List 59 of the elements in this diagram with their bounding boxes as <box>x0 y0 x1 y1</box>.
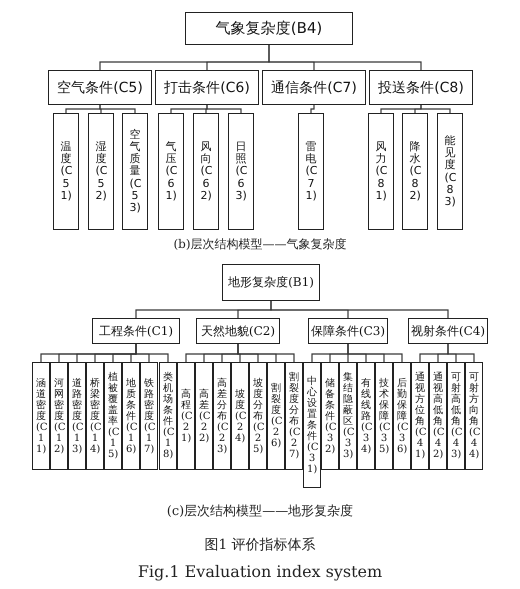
leaf-indicator-box: 空气质量(C53) <box>122 113 148 230</box>
leaf-indicator-box: 河网密度(C12) <box>50 362 68 470</box>
connector-line <box>447 344 475 362</box>
category-box: 保障条件(C3) <box>308 318 388 344</box>
category-box: 气象复杂度(B4) <box>185 12 353 45</box>
leaf-indicator-box: 湿度(C52) <box>88 113 114 230</box>
category-box: 工程条件(C1) <box>92 318 180 344</box>
leaf-indicator-box: 高程(C21) <box>177 362 195 470</box>
leaf-indicator-box: 技术保障(C35) <box>375 362 393 470</box>
leaf-indicator-box: 通视高低角(C42) <box>429 362 447 470</box>
leaf-indicator-box: 集结隐蔽区(C33) <box>339 362 357 470</box>
leaf-indicator-box: 类机场条件(C18) <box>159 362 177 470</box>
leaf-indicator-box: 植被覆盖率(C15) <box>104 362 122 470</box>
connector-line <box>206 105 242 113</box>
leaf-indicator-box: 中心设置条件(C31) <box>303 362 321 488</box>
connector-line <box>268 45 422 70</box>
leaf-indicator-box: 储备条件(C32) <box>321 362 339 470</box>
leaf-indicator-box: 能见度(C83) <box>437 113 463 230</box>
leaf-indicator-box: 坡度(C24) <box>231 362 249 470</box>
leaf-indicator-box: 有线线路(C34) <box>357 362 375 470</box>
category-box: 视射条件(C4) <box>408 318 488 344</box>
leaf-indicator-box: 后勤保障(C36) <box>393 362 411 470</box>
leaf-indicator-box: 坡度分布(C25) <box>249 362 267 470</box>
subfigure-caption: (b)层次结构模型——气象复杂度 <box>173 237 347 251</box>
leaf-indicator-box: 割裂度分布(C27) <box>285 362 303 470</box>
leaf-indicator-box: 通视方位角(C41) <box>411 362 429 470</box>
leaf-indicator-box: 雷电(C71) <box>298 113 324 230</box>
leaf-indicator-box: 风向(C62) <box>193 113 219 230</box>
leaf-indicator-box: 风力(C81) <box>368 113 394 230</box>
connector-line <box>310 105 315 113</box>
leaf-indicator-box: 桥梁密度(C14) <box>86 362 104 470</box>
leaf-indicator-box: 铁路密度(C17) <box>140 362 158 470</box>
leaf-indicator-box: 降水(C82) <box>402 113 428 230</box>
leaf-indicator-box: 涵道密度(C11) <box>32 362 50 470</box>
connector-line <box>237 344 295 362</box>
category-box: 通信条件(C7) <box>262 70 366 105</box>
leaf-indicator-box: 可射方向角(C44) <box>465 362 483 470</box>
connector-line <box>270 301 449 318</box>
leaf-indicator-box: 高差分布(C23) <box>213 362 231 470</box>
connector-line <box>420 105 451 113</box>
leaf-indicator-box: 道路密度(C13) <box>68 362 86 470</box>
connector-line <box>99 105 136 113</box>
leaf-indicator-box: 温度(C51) <box>53 113 79 230</box>
leaf-indicator-box: 地质条件(C16) <box>122 362 140 470</box>
leaf-indicator-box: 割裂度(C26) <box>267 362 285 470</box>
category-box: 空气条件(C5) <box>48 70 152 105</box>
category-box: 投送条件(C8) <box>369 70 473 105</box>
subfigure-caption: (c)层次结构模型——地形复杂度 <box>166 504 354 519</box>
leaf-indicator-box: 日照(C63) <box>228 113 254 230</box>
category-box: 天然地貌(C2) <box>196 318 280 344</box>
connector-line <box>347 344 403 362</box>
leaf-indicator-box: 高差(C22) <box>195 362 213 470</box>
figure-caption: 图1 评价指标体系 <box>204 537 316 553</box>
leaf-indicator-box: 气压(C61) <box>158 113 184 230</box>
figure-caption: Fig.1 Evaluation index system <box>138 562 382 581</box>
category-box: 打击条件(C6) <box>155 70 259 105</box>
category-box: 地形复杂度(B1) <box>222 264 320 301</box>
leaf-indicator-box: 可射高低角(C43) <box>447 362 465 470</box>
connector-line <box>135 344 169 362</box>
